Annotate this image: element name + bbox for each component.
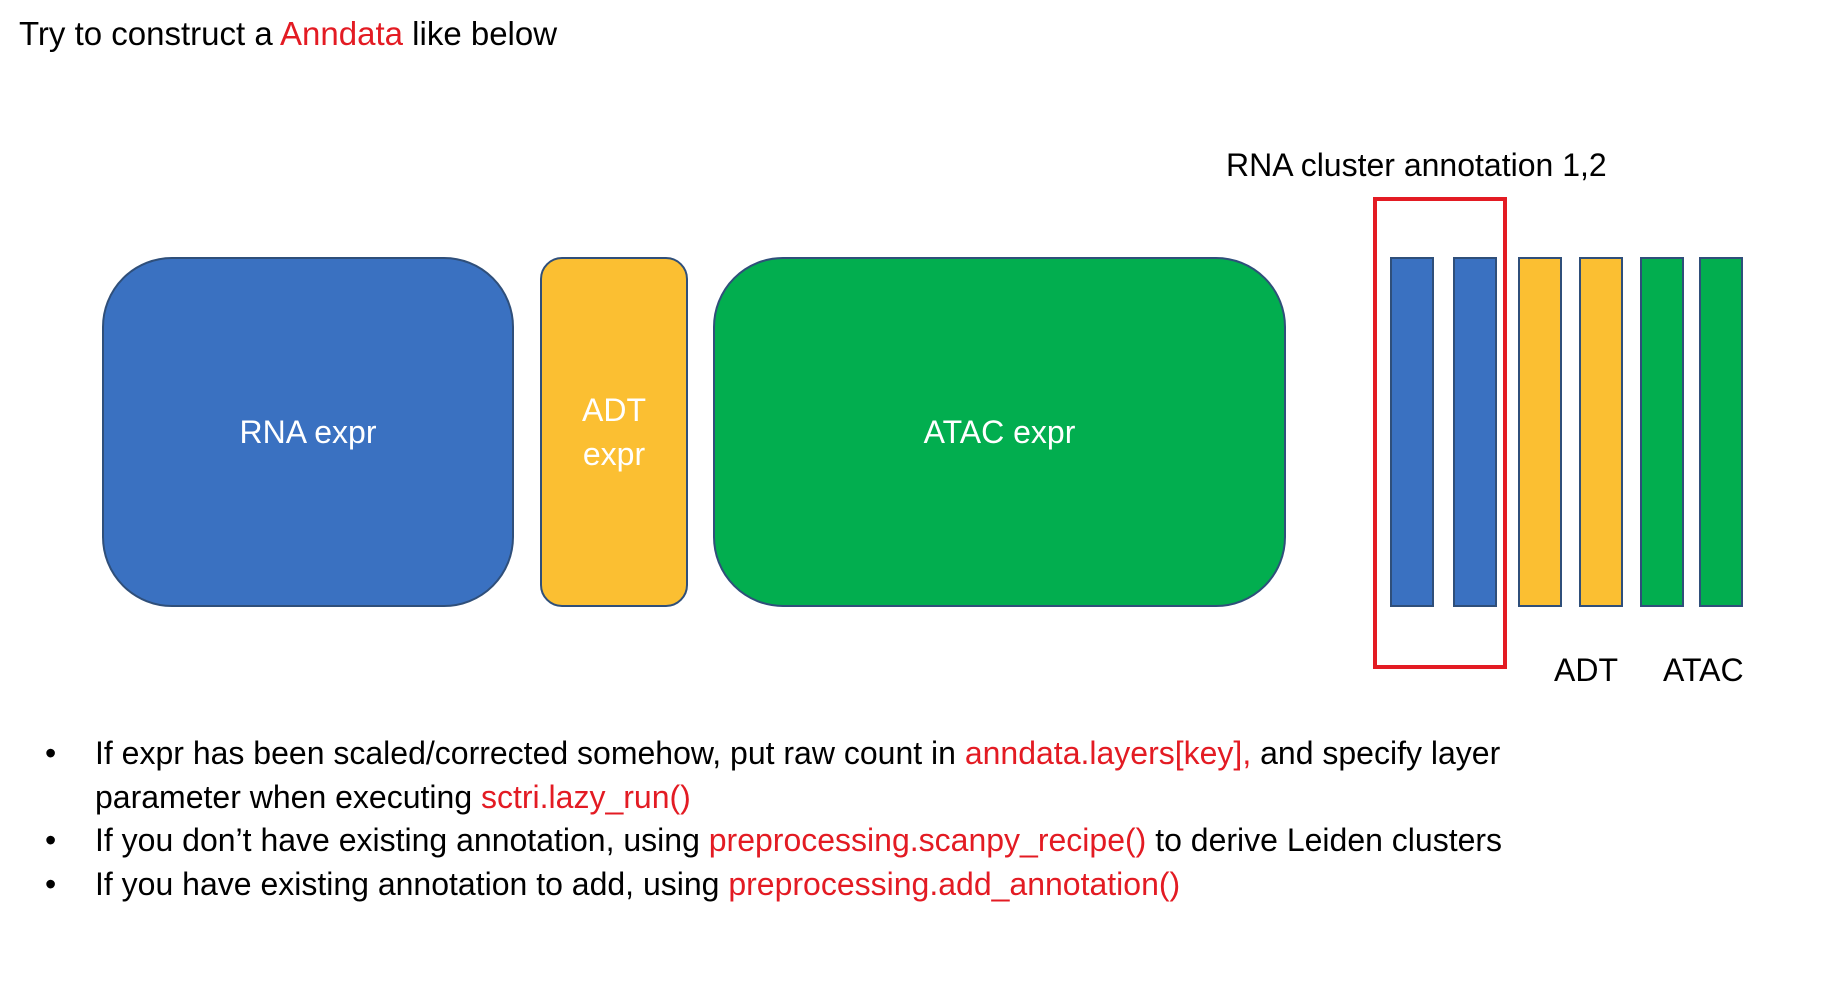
atac-annotation-bar-2 bbox=[1699, 257, 1743, 607]
adt-annotation-label: ADT bbox=[1554, 652, 1618, 688]
atac-annotation-label: ATAC bbox=[1663, 652, 1744, 688]
atac-expr-label: ATAC expr bbox=[923, 414, 1076, 450]
title-suffix: like below bbox=[403, 15, 558, 52]
atac-expr-block: ATAC expr bbox=[713, 257, 1286, 607]
adt-expr-line2: expr bbox=[582, 436, 646, 472]
adt-expr-line1: ADT bbox=[582, 392, 646, 428]
bullet-text: to derive Leiden clusters bbox=[1146, 822, 1503, 858]
bullet-code: anndata.layers[key], bbox=[964, 735, 1252, 771]
bullet-code: preprocessing.add_annotation() bbox=[728, 865, 1181, 902]
list-item: • If you don’t have existing annotation, … bbox=[45, 819, 1605, 863]
adt-annotation-bar-1 bbox=[1518, 257, 1562, 607]
adt-annotation-bar-2 bbox=[1579, 257, 1623, 607]
bullet-dot: • bbox=[45, 735, 57, 771]
bullet-text: If you don’t have existing annotation, u… bbox=[95, 822, 709, 858]
list-item: • If you have existing annotation to add,… bbox=[45, 863, 1605, 907]
bullet-text: If expr has been scaled/corrected someho… bbox=[95, 735, 965, 771]
slide-title: Try to construct a Anndata like below bbox=[19, 12, 557, 56]
adt-expr-label: ADT expr bbox=[582, 388, 646, 476]
instructions-list: • If expr has been scaled/corrected someh… bbox=[45, 732, 1605, 906]
list-item: • If expr has been scaled/corrected someh… bbox=[45, 732, 1605, 819]
rna-expr-block: RNA expr bbox=[102, 257, 514, 607]
bullet-dot: • bbox=[45, 865, 57, 902]
bullet-code: preprocessing.scanpy_recipe() bbox=[708, 822, 1147, 858]
rna-cluster-annotation-label: RNA cluster annotation 1,2 bbox=[1226, 147, 1607, 183]
rna-annotation-highlight-box bbox=[1373, 197, 1507, 669]
bullet-dot: • bbox=[45, 822, 57, 858]
bullet-code: sctri.lazy_run() bbox=[481, 778, 691, 815]
adt-expr-block: ADT expr bbox=[540, 257, 688, 607]
title-highlight: Anndata bbox=[280, 15, 403, 52]
rna-expr-label: RNA expr bbox=[239, 414, 377, 450]
title-prefix: Try to construct a bbox=[19, 15, 281, 52]
bullet-text: If you have existing annotation to add, … bbox=[95, 865, 729, 902]
rna-annotation-bar-2 bbox=[1453, 257, 1497, 607]
rna-annotation-bar-1 bbox=[1390, 257, 1434, 607]
bullet-text: and specify layer parameter when executi… bbox=[95, 735, 1501, 815]
atac-annotation-bar-1 bbox=[1640, 257, 1684, 607]
